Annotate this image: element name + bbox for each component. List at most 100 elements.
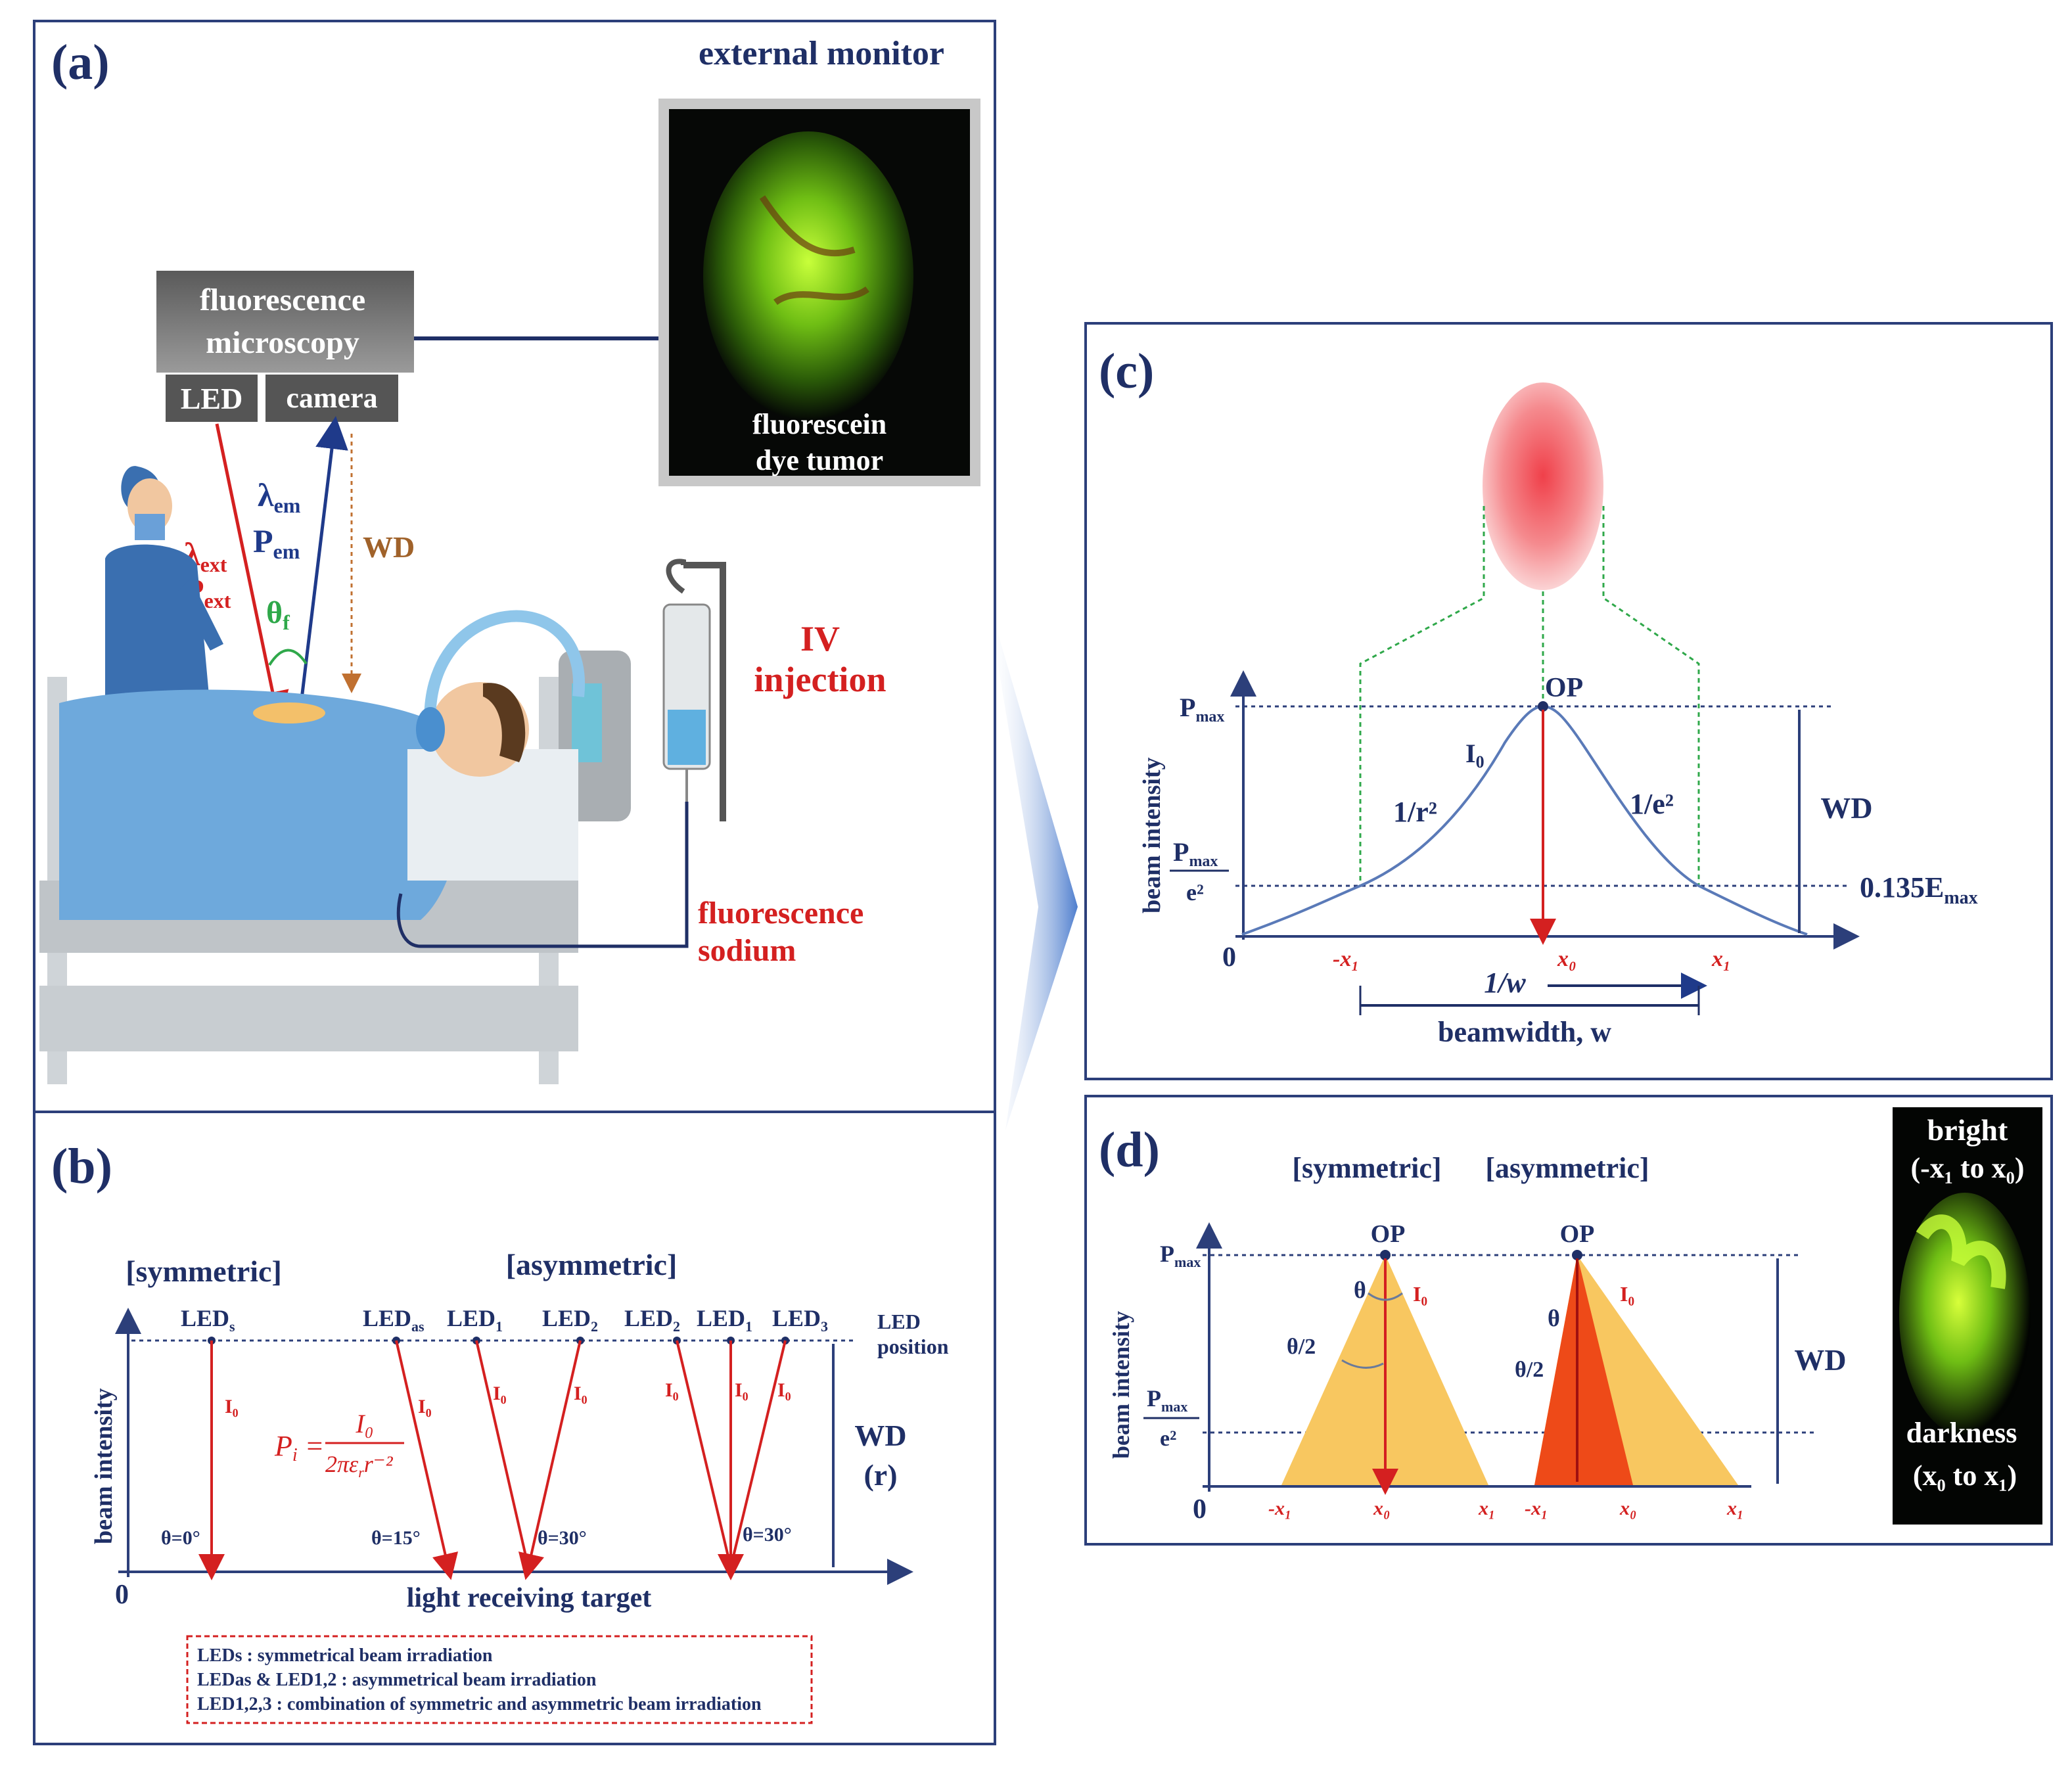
theta-asym: θ [1548, 1305, 1560, 1331]
i0-b-6: I₀ [735, 1379, 748, 1401]
sodium-label-2: sodium [698, 933, 796, 968]
panel-a: (a) external monitor fluorescein dye tum… [33, 20, 996, 1113]
beamwidth-label: beamwidth, w [1438, 1016, 1611, 1048]
led-s: LEDs [181, 1305, 235, 1335]
transition-arrow [986, 591, 1078, 1130]
pmax-e2-bot-d: e² [1160, 1427, 1176, 1451]
led-position-2: position [877, 1335, 949, 1358]
panel-b: (b) [symmetric] [asymmetric] 0 beam inte… [33, 1111, 996, 1745]
i0-b-1: I₀ [225, 1396, 239, 1417]
legend-box-b [186, 1635, 813, 1724]
tick-x1-sym: x₁ [1478, 1498, 1495, 1519]
led-position-1: LED [877, 1310, 921, 1333]
pmax-e2-top-d: Pmax [1147, 1385, 1187, 1415]
led-2-pair: LED2 [542, 1305, 598, 1335]
op-point [1538, 701, 1548, 712]
led-as: LEDas [363, 1305, 425, 1335]
dark-label-1: darkness [1906, 1417, 2017, 1449]
theta-f-arc [268, 649, 308, 666]
legend-line-2: LEDas & LED1,2 : asymmetrical beam irrad… [197, 1670, 597, 1690]
theta-sym: θ [1354, 1277, 1366, 1303]
svg-text:2πεrr⁻²: 2πεrr⁻² [325, 1451, 394, 1480]
microscope-label-2: microscopy [206, 325, 359, 360]
tick-x1-asym: x₁ [1726, 1498, 1743, 1519]
wd-label-a: WD [363, 530, 415, 564]
op-point-sym [1380, 1250, 1391, 1260]
svg-text:Pi =: Pi = [274, 1430, 324, 1465]
camera-module [265, 375, 398, 422]
wd-label-d: WD [1794, 1343, 1846, 1377]
symmetric-label-b: [symmetric] [126, 1254, 282, 1288]
i0-b-3: I₀ [493, 1383, 507, 1404]
angle-15: θ=15° [371, 1527, 421, 1549]
excitation-beam [215, 423, 289, 725]
legend-line-1: LEDs : symmetrical beam irradiation [197, 1645, 493, 1666]
asymmetric-beam-cone-core [1534, 1255, 1633, 1485]
monitor-caption-1: fluorescein [752, 408, 887, 440]
i0-b-5: I₀ [665, 1379, 679, 1401]
angle-0: θ=0° [161, 1527, 200, 1549]
asymmetric-label-d: [asymmetric] [1485, 1152, 1649, 1184]
inv-w-label: 1/w [1484, 967, 1526, 999]
panel-d-frame [1084, 1095, 2053, 1546]
camera-label: camera [286, 382, 377, 414]
wd-label-b-1: WD [854, 1419, 906, 1452]
led-1-triple: LED1 [697, 1305, 752, 1335]
iv-label-1: IV [800, 619, 840, 658]
panel-c: (c) 0 beam intensity Pmax Pmax e² OP I0 … [1084, 322, 2053, 1080]
sodium-label-1: fluorescence [698, 896, 863, 930]
tumor-image [703, 131, 913, 421]
irradiance-formula: Pi = I₀ 2πεrr⁻² [274, 1409, 404, 1480]
tumor-vessel [759, 195, 869, 306]
led-1-pair: LED1 [447, 1305, 503, 1335]
led-3-triple: LED3 [772, 1305, 828, 1335]
symmetric-label-d: [symmetric] [1292, 1152, 1441, 1184]
tick-x0-c: x₀ [1557, 947, 1577, 971]
bright-label-2: (-x₁ to x₀) [1911, 1152, 2025, 1184]
guide-right [1602, 506, 1700, 886]
emax-label: 0.135Emax [1860, 871, 1978, 908]
i0-asym: I₀ [1620, 1282, 1634, 1306]
i0-sym: I₀ [1413, 1282, 1427, 1306]
microscope-body [156, 271, 414, 373]
theta-f: θf [266, 595, 290, 634]
pmax-d: Pmax [1160, 1241, 1201, 1270]
op-label-c: OP [1545, 673, 1583, 703]
panel-d: (d) [symmetric] [asymmetric] 0 beam inte… [1084, 1095, 2053, 1546]
beams-b [198, 1337, 789, 1580]
pmax-e2-bot-c: e² [1186, 879, 1204, 906]
theta-half-sym: θ/2 [1287, 1335, 1316, 1359]
led-label: LED [181, 382, 243, 415]
lambda-em: λem [258, 476, 301, 517]
tick-x0-asym: x₀ [1619, 1498, 1636, 1519]
tick-neg-x1-sym: -x₁ [1268, 1498, 1291, 1519]
op-label-asym: OP [1560, 1220, 1595, 1248]
y-axis-label-d: beam intensity [1108, 1311, 1134, 1459]
pmax-e2-top-c: Pmax [1173, 837, 1218, 870]
angle-30-a: θ=30° [538, 1527, 587, 1549]
guide-left [1359, 506, 1485, 886]
op-point-asym [1572, 1250, 1582, 1260]
op-label-sym: OP [1371, 1220, 1406, 1248]
x-axis-label-b: light receiving target [407, 1583, 651, 1613]
iv-stand [396, 559, 726, 948]
led-2-triple: LED2 [624, 1305, 680, 1335]
microscope-label-1: fluorescence [200, 283, 365, 317]
inv-r2: 1/r² [1393, 796, 1437, 828]
monitor-caption-2: dye tumor [756, 444, 883, 476]
panel-c-label: (c) [1099, 344, 1154, 399]
y-axis-label-b: beam intensity [90, 1388, 118, 1545]
svg-text:I₀: I₀ [355, 1409, 373, 1438]
tick-x1-c: x₁ [1711, 947, 1731, 971]
wd-label-b-2: (r) [863, 1458, 897, 1492]
i0-b-2: I₀ [418, 1396, 432, 1417]
panel-b-frame [33, 1111, 996, 1745]
monitor-title: external monitor [699, 35, 944, 72]
inv-e2: 1/e² [1630, 788, 1674, 820]
origin-b: 0 [115, 1580, 129, 1610]
beam-profile-curve [1241, 704, 1808, 936]
i0-b-7: I₀ [777, 1379, 791, 1401]
origin-d: 0 [1193, 1494, 1207, 1525]
legend-line-3: LED1,2,3 : combination of symmetric and … [197, 1694, 762, 1714]
panel-b-label: (b) [51, 1139, 112, 1194]
